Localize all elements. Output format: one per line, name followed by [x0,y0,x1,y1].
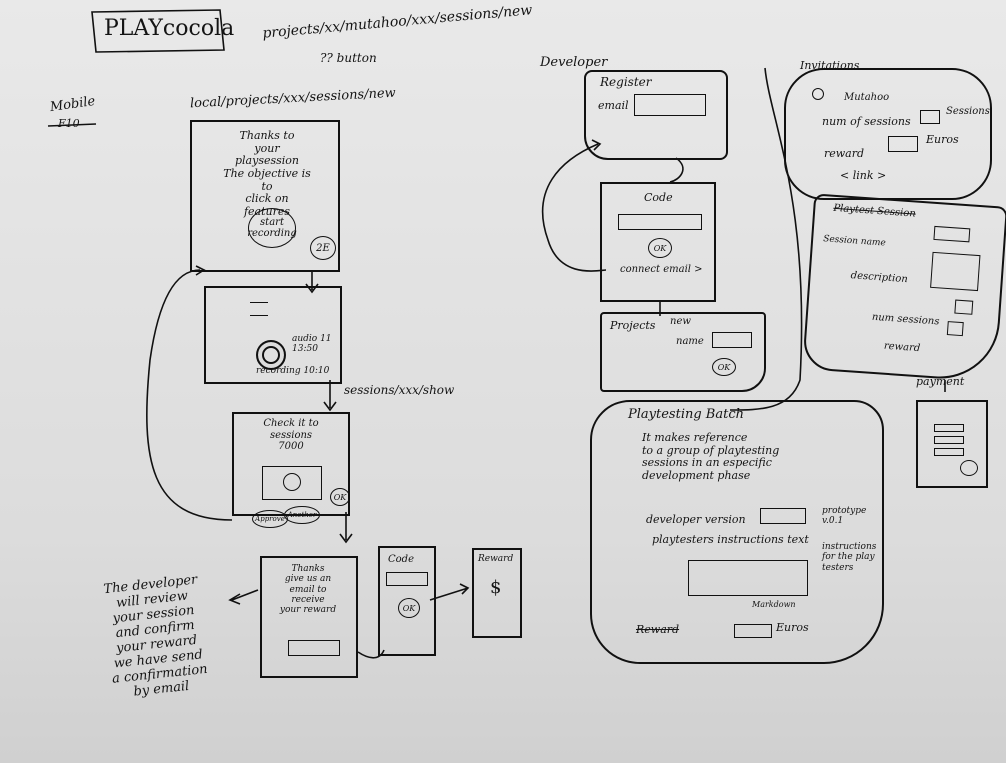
markdown-label: Markdown [752,600,796,609]
playtest-session-panel: Playtest Session Session name descriptio… [802,193,1006,383]
another-label: Another [287,511,317,519]
payment-screen [916,400,988,488]
reward-title: Reward [478,554,514,564]
mobile-screen-show: Check it to sessions 7000 OK [232,412,350,516]
start-recording-button[interactable]: start recording [247,208,297,248]
session-count-select[interactable] [954,299,974,315]
screen1-text: Thanks to your playsession The objective… [223,129,311,218]
play-icon[interactable] [283,473,301,491]
invitation-reward-unit: Euros [926,133,959,146]
tasks-textarea[interactable] [688,560,808,596]
code-digits[interactable] [386,572,428,586]
developer-review-note: The developer will review your session a… [102,572,209,700]
code-title: Code [388,554,414,565]
projects-ok-label: OK [717,362,731,372]
register-email-label: email [598,99,629,112]
projects-screen: Projects new name OK [600,312,766,392]
code-screen: Code OK connect email > [600,182,716,302]
dev-code-ok-label: OK [653,243,667,253]
session-desc-textarea[interactable] [930,251,981,292]
version-label: developer version [646,513,746,526]
batch-reward-label: Reward [636,623,680,636]
mobile-screen-email: Thanks give us an email to receive your … [260,556,358,678]
version-input[interactable] [760,508,806,524]
payment-line-1 [934,424,964,432]
invitations-title: Invitations [800,59,860,72]
num-sessions-unit: Sessions [946,106,990,117]
start-recording-label: start recording [247,217,297,239]
screen4-text: Thanks give us an email to receive your … [279,564,337,616]
dev-code-ok-button[interactable]: OK [648,238,672,258]
session-reward-input[interactable] [946,321,964,337]
register-email-input[interactable] [634,94,706,116]
screen1-corner-label: 2E [316,242,330,254]
mutahoo-checkbox[interactable] [812,88,824,100]
session-desc-label: description [850,270,909,286]
tasks-note: instructions for the play testers [822,542,877,573]
projects-name-label: name [676,336,704,347]
batch-description: It makes reference to a group of playtes… [642,431,780,482]
screen3-text: Check it to sessions 7000 [263,418,319,452]
mobile-screen-code: Code OK [378,546,436,656]
playtesting-batch-panel: Playtesting Batch It makes reference to … [590,400,884,664]
num-sessions-label: num of sessions [822,115,911,128]
project-name-input[interactable] [712,332,752,348]
connect-email-link[interactable]: connect email > [620,264,703,275]
payment-label: payment [916,375,965,388]
invitation-link[interactable]: < link > [840,169,887,182]
register-screen: Register email [584,70,728,160]
session-name-label: Session name [822,234,887,249]
session-title: Playtest Session [833,202,917,220]
mobile-tag-sub: F10 [58,117,80,130]
batch-reward-input[interactable] [734,624,772,638]
batch-title: Playtesting Batch [628,407,744,422]
mobile-screen-start: Thanks to your playsession The objective… [190,120,340,272]
screen3-ok-button[interactable]: OK [330,488,350,506]
session-reward-label: reward [883,340,921,355]
projects-title: Projects [610,319,656,332]
approve-label: Approve [255,515,285,523]
recording-time: recording 10:10 [256,366,330,376]
audio-meta: audio 11 13:50 [292,334,332,355]
url-top-note: ?? button [320,51,377,65]
screen1-corner-button[interactable]: 2E [310,236,336,260]
record-icon[interactable] [256,340,286,370]
num-sessions-select[interactable] [920,110,940,124]
invitation-reward-input[interactable] [888,136,918,152]
mobile-screen-reward: Reward $ [472,548,522,638]
approve-badge[interactable]: Approve [252,510,288,528]
screen3-ok-label: OK [333,492,347,502]
invitations-panel: Invitations Mutahoo num of sessions Sess… [784,59,992,200]
url-show: sessions/xxx/show [344,383,455,397]
dev-code-title: Code [644,191,673,204]
app-title: PLAYcocola [104,16,235,41]
another-badge[interactable]: Another [284,506,320,524]
tasks-label: playtesters instructions text [652,533,809,546]
menu-icon [250,302,268,316]
payment-line-2 [934,436,964,444]
version-value: prototype v.0.1 [822,506,867,527]
projects-new-label: new [670,316,691,327]
session-name-input[interactable] [933,225,971,243]
session-count-label: num sessions [871,311,940,328]
reward-symbol: $ [490,577,502,598]
payment-button[interactable] [960,460,978,476]
invitation-reward-label: reward [824,147,865,160]
video-player[interactable] [262,466,322,500]
mobile-screen-recording: audio 11 13:50 recording 10:10 [204,286,342,384]
payment-line-3 [934,448,964,456]
email-input[interactable] [288,640,340,656]
dev-code-digits[interactable] [618,214,702,230]
code-ok-button[interactable]: OK [398,598,420,618]
mutahoo-label: Mutahoo [844,92,890,103]
batch-reward-unit: Euros [776,621,809,634]
developer-label: Developer [540,55,608,70]
code-ok-label: OK [402,603,416,613]
register-title: Register [600,75,652,89]
projects-ok-button[interactable]: OK [712,358,736,376]
